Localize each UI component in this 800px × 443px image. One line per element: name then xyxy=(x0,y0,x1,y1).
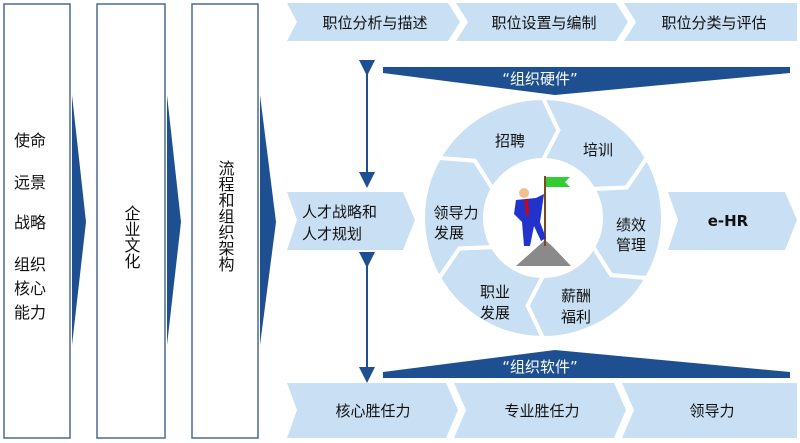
leadership-dev-line1: 领导力 xyxy=(433,204,478,222)
software-banner xyxy=(383,350,790,378)
climber-with-flag-icon xyxy=(514,176,571,266)
compensation-line1: 薪酬 xyxy=(561,287,591,305)
career-line2: 发展 xyxy=(480,304,510,322)
arrow-right-2 xyxy=(167,95,181,345)
performance-line1: 绩效 xyxy=(616,216,646,234)
leadership-dev-line2: 发展 xyxy=(434,224,464,242)
leadership-label: 领导力 xyxy=(689,402,734,420)
culture-label: 企业文化 xyxy=(122,205,141,269)
job-analysis-label: 职位分析与描述 xyxy=(322,14,427,32)
talent-strategy-line2: 人才规划 xyxy=(302,225,362,243)
chevron-job-analysis xyxy=(287,3,460,41)
ehr-chevron xyxy=(668,192,797,250)
training-label: 培训 xyxy=(583,141,613,159)
career-line1: 职业 xyxy=(480,283,510,301)
chevron-job-classification xyxy=(624,3,797,41)
recruitment-label: 招聘 xyxy=(495,132,525,150)
arrow-right-1 xyxy=(72,95,86,345)
mission-label: 使命 xyxy=(14,131,46,150)
core-competency-line3: 能力 xyxy=(14,303,46,322)
hardware-banner-label: “组织硬件” xyxy=(502,70,578,88)
top-row: 职位分析与描述 职位设置与编制 职位分类与评估 xyxy=(287,3,797,41)
talent-strategy-line1: 人才战略和 xyxy=(302,203,377,221)
column-process: 流程和组织架构 xyxy=(191,3,259,439)
compensation-line2: 福利 xyxy=(561,308,591,326)
core-competency-line2: 核心 xyxy=(14,279,46,298)
core-competency-line1: 组织 xyxy=(14,255,46,274)
professional-competency-label: 专业胜任力 xyxy=(504,402,579,420)
chevron-job-setup xyxy=(456,3,628,41)
ehr-label: e-HR xyxy=(708,212,749,230)
core-competency-label: 核心胜任力 xyxy=(335,402,410,420)
process-org-label: 流程和组织架构 xyxy=(216,160,235,273)
chevron-professional-competency xyxy=(454,383,626,438)
hardware-banner xyxy=(383,67,790,95)
software-banner-label: “组织软件” xyxy=(502,358,578,376)
cycle-labels: 招聘 培训 绩效 管理 薪酬 福利 职业 发展 领导力 发展 xyxy=(433,132,646,326)
arrow-right-3 xyxy=(260,95,276,345)
talent-strategy-chevron xyxy=(287,192,415,250)
job-classification-label: 职位分类与评估 xyxy=(661,14,766,32)
performance-line2: 管理 xyxy=(616,236,646,254)
vision-label: 远景 xyxy=(14,173,46,192)
column-mission: 使命 远景 战略 组织 核心 能力 xyxy=(3,3,71,439)
chevron-leadership xyxy=(622,383,797,438)
column-culture: 企业文化 xyxy=(96,3,166,439)
strategy-label: 战略 xyxy=(14,213,46,232)
bottom-row: 核心胜任力 专业胜任力 领导力 xyxy=(287,383,797,438)
ring-center xyxy=(485,160,601,276)
job-setup-label: 职位设置与编制 xyxy=(491,14,596,32)
chevron-core-competency xyxy=(287,383,458,438)
